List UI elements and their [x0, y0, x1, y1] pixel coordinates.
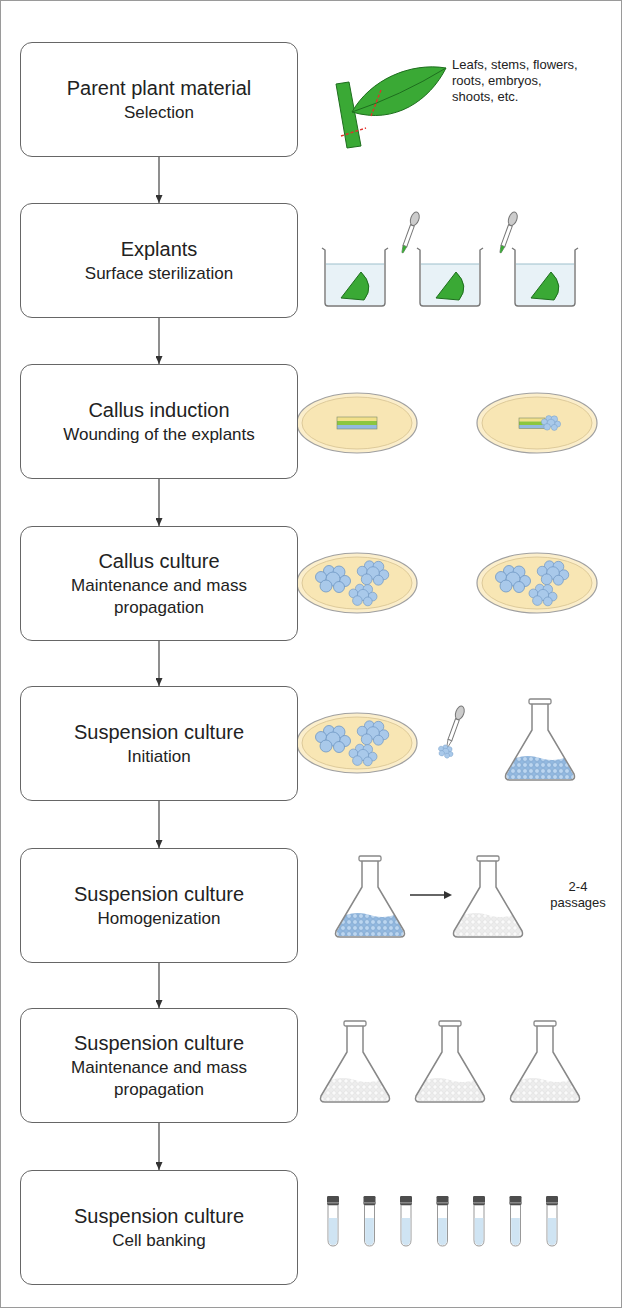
- box-title: Explants: [121, 237, 198, 261]
- box-title: Suspension culture: [74, 1204, 244, 1228]
- flow-arrow: [158, 641, 159, 686]
- culture-flask: [506, 699, 575, 780]
- transfer-arrow: [410, 891, 452, 899]
- sterilization-beaker: [512, 248, 578, 306]
- box-subtitle: Homogenization: [98, 908, 221, 930]
- box-subtitle: Selection: [124, 102, 194, 124]
- box-subtitle: Maintenance and mass propagation: [44, 575, 274, 619]
- process-box: ExplantsSurface sterilization: [20, 203, 298, 318]
- culture-flask: [336, 856, 405, 937]
- flow-arrow: [158, 318, 159, 364]
- petri-dish: [297, 393, 417, 453]
- box-title: Suspension culture: [74, 720, 244, 744]
- process-box: Suspension cultureCell banking: [20, 1170, 298, 1285]
- process-box: Suspension cultureMaintenance and mass p…: [20, 1008, 298, 1123]
- process-box: Callus inductionWounding of the explants: [20, 364, 298, 479]
- cryo-vial: [400, 1196, 412, 1246]
- annotation-label: Leafs, stems, flowers, roots, embryos, s…: [452, 57, 582, 105]
- annotation-label: 2-4 passages: [548, 879, 608, 911]
- process-box: Suspension cultureInitiation: [20, 686, 298, 801]
- cryo-vial: [364, 1196, 376, 1246]
- flow-arrow: [158, 479, 159, 526]
- box-title: Callus induction: [88, 398, 229, 422]
- leaf-illustration: [336, 67, 446, 148]
- process-box: Suspension cultureHomogenization: [20, 848, 298, 963]
- box-title: Suspension culture: [74, 1031, 244, 1055]
- culture-flask: [454, 856, 523, 937]
- petri-dish: [477, 393, 597, 453]
- box-subtitle: Cell banking: [112, 1230, 206, 1252]
- culture-flask: [416, 1021, 485, 1102]
- petri-dish: [477, 553, 597, 613]
- petri-dish: [297, 553, 417, 613]
- box-subtitle: Maintenance and mass propagation: [44, 1057, 274, 1101]
- flow-arrow: [158, 963, 159, 1008]
- box-title: Callus culture: [98, 549, 219, 573]
- flow-arrow: [158, 157, 159, 203]
- box-subtitle: Initiation: [127, 746, 190, 768]
- sterilization-beaker: [322, 248, 388, 306]
- box-subtitle: Surface sterilization: [85, 263, 233, 285]
- pipette: [436, 704, 469, 760]
- flow-arrow: [158, 801, 159, 848]
- cryo-vial: [473, 1196, 485, 1246]
- petri-dish: [297, 713, 417, 773]
- flow-arrow: [158, 1123, 159, 1170]
- cryo-vial: [437, 1196, 449, 1246]
- box-title: Parent plant material: [67, 76, 252, 100]
- culture-flask: [321, 1021, 390, 1102]
- pipette: [497, 211, 519, 254]
- pipette: [399, 211, 421, 254]
- box-subtitle: Wounding of the explants: [63, 424, 255, 446]
- sterilization-beaker: [417, 248, 483, 306]
- process-box: Parent plant materialSelection: [20, 42, 298, 157]
- cryo-vial: [510, 1196, 522, 1246]
- cryo-vial: [546, 1196, 558, 1246]
- cryo-vial: [327, 1196, 339, 1246]
- box-title: Suspension culture: [74, 882, 244, 906]
- culture-flask: [511, 1021, 580, 1102]
- process-box: Callus cultureMaintenance and mass propa…: [20, 526, 298, 641]
